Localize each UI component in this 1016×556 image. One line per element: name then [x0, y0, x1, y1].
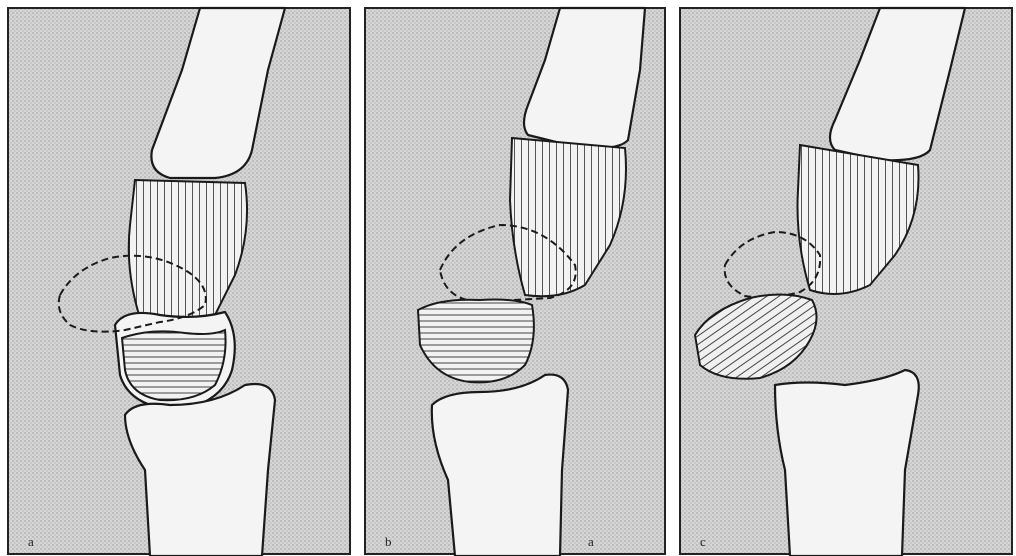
panel-a-lunate [122, 330, 226, 400]
panel-a: a [8, 8, 350, 556]
panel-c: c [680, 8, 1012, 556]
panel-b-extra-label: a [588, 534, 594, 549]
panel-b-radius [432, 375, 568, 556]
panel-a-radius [125, 384, 275, 556]
panel-a-label: a [28, 534, 34, 549]
panel-c-label: c [700, 534, 706, 549]
panel-b-label: b [385, 534, 392, 549]
panel-c-radius [775, 370, 919, 556]
panel-b: b a [365, 8, 665, 556]
